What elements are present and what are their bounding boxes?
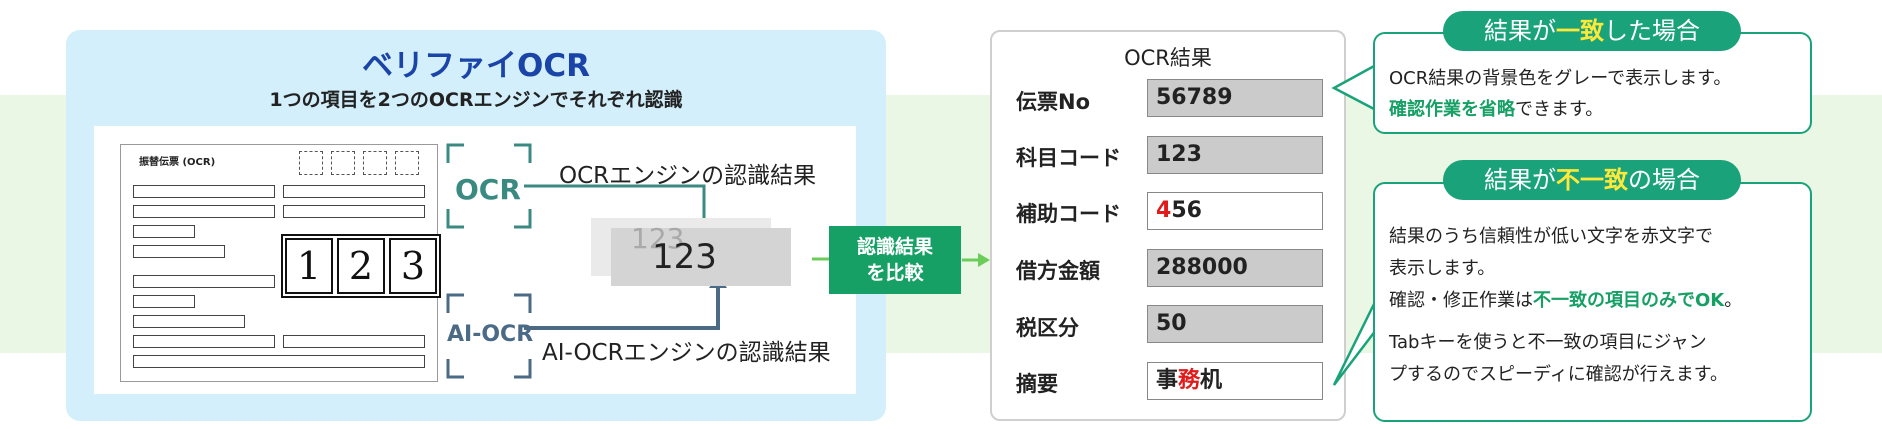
stamp-box xyxy=(299,151,323,175)
match-callout-line-2: 確認作業を省略できます。 xyxy=(1389,94,1603,126)
compare-line-1: 認識結果 xyxy=(856,236,933,258)
field-value-description[interactable]: 事務机 xyxy=(1147,362,1323,400)
ai-ocr-engine-label: AI-OCR xyxy=(447,322,534,347)
pill-text: 結果が xyxy=(1484,17,1556,45)
value-text: 56 xyxy=(1171,198,1202,223)
form-row xyxy=(133,245,225,258)
ai-ocr-engine-bracket xyxy=(446,293,532,379)
mismatch-callout: 結果のうち信頼性が低い文字を赤文字で 表示します。 確認・修正作業は不一致の項目… xyxy=(1373,182,1812,422)
form-row xyxy=(133,225,195,238)
body-text: 確認・修正作業は xyxy=(1389,290,1533,311)
field-label-sub-code: 補助コード xyxy=(1016,202,1121,226)
low-confidence-char: 務 xyxy=(1178,368,1201,393)
field-value-debit-amount[interactable]: 288000 xyxy=(1147,249,1323,287)
highlight-text: 確認作業を省略 xyxy=(1389,99,1515,120)
stamp-box xyxy=(363,151,387,175)
form-row xyxy=(133,355,425,368)
compare-line-2: を比較 xyxy=(866,262,924,284)
pill-highlight: 一致 xyxy=(1556,17,1604,45)
pill-text: した場合 xyxy=(1604,17,1700,45)
handwritten-digit-boxes: 1 2 3 xyxy=(281,234,441,298)
recognized-value-card xyxy=(611,228,791,286)
value-text: 事 xyxy=(1156,368,1179,393)
mismatch-callout-pointer xyxy=(1332,299,1378,386)
diagram-area: 振替伝票 (OCR) 1 2 3 OCR xyxy=(94,126,856,394)
form-row xyxy=(133,335,275,348)
ghost-recognized-value: 123 xyxy=(631,222,685,255)
pill-text: 結果が xyxy=(1484,166,1556,194)
ocr-result-card: OCR結果 伝票No 56789 科目コード 123 補助コード 456 借方金… xyxy=(990,30,1346,421)
mismatch-callout-line-2: 表示します。 xyxy=(1389,258,1496,279)
field-value-slip-no[interactable]: 56789 xyxy=(1147,79,1323,117)
handwritten-digit: 3 xyxy=(389,238,437,294)
panel-subtitle: 1つの項目を2つのOCRエンジンでそれぞれ認識 xyxy=(269,89,683,111)
pill-text: の場合 xyxy=(1628,166,1700,194)
match-callout-line-1: OCR結果の背景色をグレーで表示します。 xyxy=(1389,68,1732,89)
panel-title: ベリファイOCR xyxy=(362,48,590,84)
form-row xyxy=(133,205,275,218)
slip-title: 振替伝票 (OCR) xyxy=(139,157,216,168)
value-text: 机 xyxy=(1200,368,1223,393)
form-row xyxy=(133,185,275,198)
field-value-tax-category[interactable]: 50 xyxy=(1147,305,1323,343)
ai-ocr-to-result-arrow xyxy=(524,284,720,330)
form-row xyxy=(133,275,275,288)
match-callout-pointer xyxy=(1331,62,1378,113)
ai-ocr-result-caption: AI-OCRエンジンの認識結果 xyxy=(542,340,831,366)
ocr-engine-bracket xyxy=(446,143,532,229)
field-label-slip-no: 伝票No xyxy=(1016,90,1091,114)
form-row xyxy=(283,205,425,218)
body-text: 。 xyxy=(1724,290,1743,311)
field-label-account-code: 科目コード xyxy=(1016,146,1121,170)
mismatch-callout-line-3: 確認・修正作業は不一致の項目のみでOK。 xyxy=(1389,285,1742,317)
verify-ocr-panel: ベリファイOCR 1つの項目を2つのOCRエンジンでそれぞれ認識 振替伝票 (O… xyxy=(66,30,886,421)
compare-results-box: 認識結果 を比較 xyxy=(829,226,961,294)
handwritten-digit: 2 xyxy=(337,238,385,294)
form-row xyxy=(133,295,195,308)
highlight-text: 不一致の項目のみでOK xyxy=(1533,290,1725,311)
mismatch-callout-line-5: プするのでスピーディに確認が行えます。 xyxy=(1389,364,1728,385)
mismatch-callout-line-1: 結果のうち信頼性が低い文字を赤文字で xyxy=(1389,226,1713,247)
card-title: OCR結果 xyxy=(1124,46,1212,70)
pill-highlight: 不一致 xyxy=(1556,166,1628,194)
form-row xyxy=(283,185,425,198)
low-confidence-char: 4 xyxy=(1156,198,1172,223)
ocr-engine-label: OCR xyxy=(455,173,521,206)
mismatch-callout-line-4: Tabキーを使うと不一致の項目にジャン xyxy=(1389,332,1707,353)
stamp-box xyxy=(331,151,355,175)
field-label-description: 摘要 xyxy=(1016,372,1058,396)
field-label-debit-amount: 借方金額 xyxy=(1016,259,1100,283)
field-value-account-code[interactable]: 123 xyxy=(1147,136,1323,174)
form-row xyxy=(283,335,425,348)
compare-to-card-arrow xyxy=(962,253,990,267)
ocr-result-caption: OCRエンジンの認識結果 xyxy=(559,163,817,189)
form-row xyxy=(133,315,245,328)
field-value-sub-code[interactable]: 456 xyxy=(1147,192,1323,230)
body-text: できます。 xyxy=(1515,99,1604,120)
match-header-pill: 結果が一致した場合 xyxy=(1443,11,1741,51)
stamp-box xyxy=(395,151,419,175)
field-label-tax-category: 税区分 xyxy=(1016,316,1079,340)
mismatch-header-pill: 結果が不一致の場合 xyxy=(1443,160,1741,200)
match-callout: OCR結果の背景色をグレーで表示します。 確認作業を省略できます。 xyxy=(1373,32,1812,134)
recognized-value: 123 xyxy=(652,237,717,277)
handwritten-digit: 1 xyxy=(285,238,333,294)
